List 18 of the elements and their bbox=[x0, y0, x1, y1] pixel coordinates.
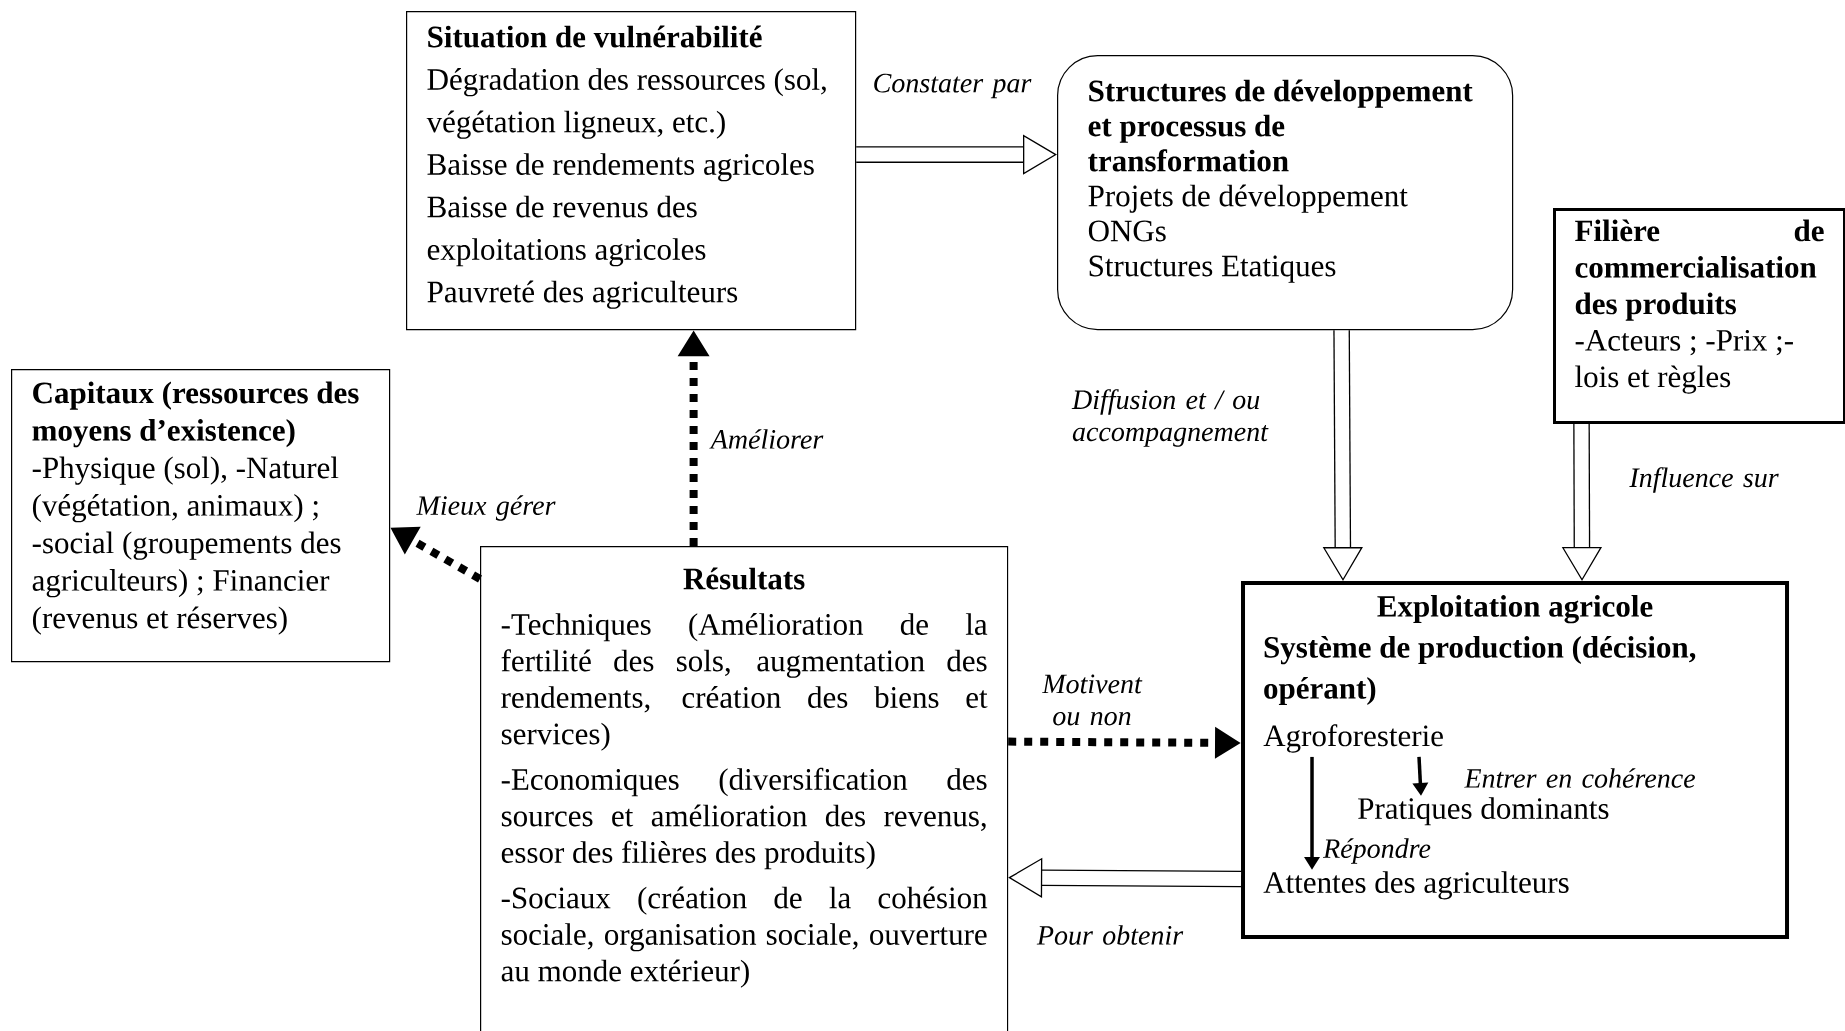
edge-label: Améliorer bbox=[709, 429, 824, 449]
edge-label: Entrer en cohérence bbox=[1464, 768, 1695, 788]
edge-label: Pour obtenir bbox=[1036, 925, 1184, 945]
hollow-arrow bbox=[856, 134, 1057, 175]
edge-label: Constater par bbox=[874, 73, 1032, 99]
text-box: Filière de commercialisation des produits -Acteurs ; -Prix ;- lois et règles bbox=[1553, 208, 1845, 424]
node-text: Agroforesterie bbox=[1263, 724, 1443, 753]
edge-label: Motivent ou non bbox=[1041, 674, 1143, 726]
edge-label: Diffusion et / ou accompagnement bbox=[1071, 389, 1269, 447]
edge-label: Répondre bbox=[1322, 838, 1431, 864]
text-box: Résultats -Techniques (Amélioration de la fertilité des sols, augmentation des rendements, création des biens et services) -Economiques (diversification des sources et amélioration des revenus, essor des filières des produits) -Sociaux (création de la cohésion sociale, organisation sociale, ouverture au monde extérieur) bbox=[480, 546, 1009, 1031]
edge-label: Mieux gérer bbox=[416, 495, 556, 521]
text-box: Situation de vulnérabilité Dégradation des ressources (sol, végétation ligneux, etc.) Baisse de rendements agricoles Baisse de revenus des exploitations agricoles Pauvreté des agriculteurs bbox=[406, 11, 857, 331]
rounded-box: Structures de développement et processus de transformation Projets de développement ONGs Structures Etatiques bbox=[1057, 55, 1514, 331]
edge-label: Influence sur bbox=[1629, 467, 1779, 493]
text-box: Capitaux (ressources des moyens d’existence) -Physique (sol), -Naturel (végétation, animaux) ; -social (groupements des agriculteurs) ; Financier (revenus et réserves) bbox=[11, 369, 391, 663]
node-text: Attentes des agriculteurs bbox=[1263, 871, 1569, 900]
node-text: Pratiques dominants bbox=[1358, 797, 1609, 826]
